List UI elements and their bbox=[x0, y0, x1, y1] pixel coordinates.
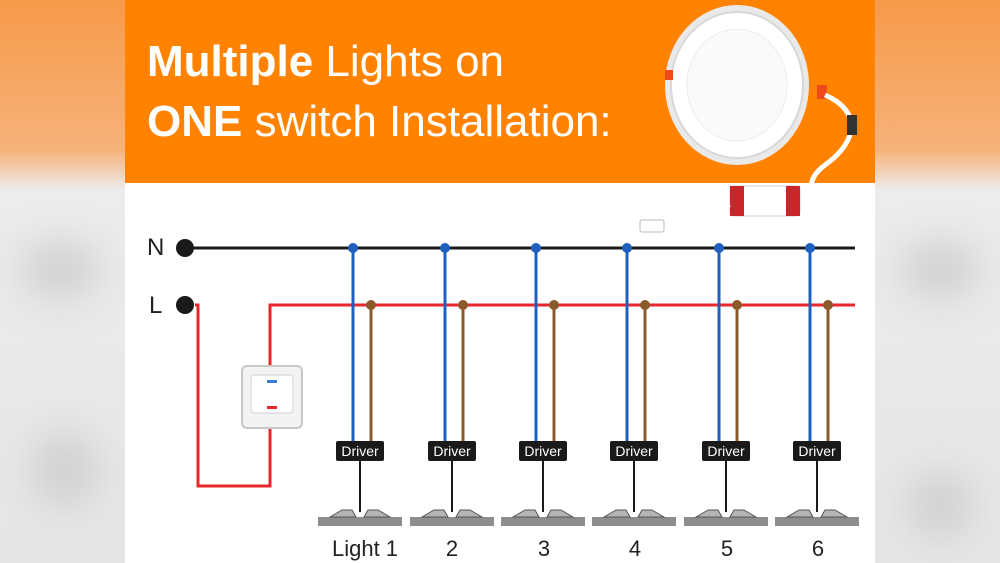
light-clip-right bbox=[729, 509, 758, 518]
title-line-2: ONE switch Installation: bbox=[147, 97, 612, 146]
live-label: L bbox=[149, 292, 163, 319]
neutral-junction bbox=[622, 243, 632, 253]
live-terminal bbox=[176, 296, 194, 314]
neutral-junction bbox=[805, 243, 815, 253]
live-junction bbox=[366, 300, 376, 310]
light-label: 6 bbox=[811, 536, 825, 561]
neutral-junction bbox=[348, 243, 358, 253]
light-label: Light 1 bbox=[331, 536, 399, 561]
light-label: 4 bbox=[628, 536, 642, 561]
light-label: 5 bbox=[720, 536, 734, 561]
ceiling-light-icon bbox=[410, 517, 494, 526]
neutral-junction bbox=[714, 243, 724, 253]
live-junction bbox=[458, 300, 468, 310]
ceiling-light-icon bbox=[501, 517, 585, 526]
neutral-junction bbox=[531, 243, 541, 253]
neutral-terminal bbox=[176, 239, 194, 257]
neutral-label: N bbox=[147, 234, 165, 261]
led-downlight-icon bbox=[665, 5, 827, 165]
driver-box: Driver bbox=[336, 441, 384, 461]
live-junction bbox=[549, 300, 559, 310]
wiring-diagram bbox=[176, 5, 859, 526]
light-clip-left bbox=[694, 509, 723, 518]
title-line-1: Multiple Lights on bbox=[147, 37, 505, 86]
wall-switch-icon bbox=[241, 365, 303, 429]
light-clip-left bbox=[328, 509, 357, 518]
light-clip-left bbox=[602, 509, 631, 518]
driver-box: Driver bbox=[519, 441, 567, 461]
light-clip-right bbox=[637, 509, 666, 518]
light-clip-right bbox=[820, 509, 849, 518]
light-clip-right bbox=[363, 509, 392, 518]
right-blurred-edge bbox=[875, 0, 1000, 563]
driver-box: Driver bbox=[793, 441, 841, 461]
live-junction bbox=[823, 300, 833, 310]
light-clip-right bbox=[455, 509, 484, 518]
led-driver-icon bbox=[639, 92, 857, 233]
light-clip-left bbox=[511, 509, 540, 518]
live-junction bbox=[640, 300, 650, 310]
driver-box: Driver bbox=[610, 441, 658, 461]
light-clip-left bbox=[785, 509, 814, 518]
driver-box: Driver bbox=[702, 441, 750, 461]
light-branches bbox=[318, 243, 859, 526]
ceiling-light-icon bbox=[775, 517, 859, 526]
driver-box: Driver bbox=[428, 441, 476, 461]
light-label: 3 bbox=[537, 536, 551, 561]
light-clip-right bbox=[546, 509, 575, 518]
light-label: 2 bbox=[445, 536, 459, 561]
ceiling-light-icon bbox=[592, 517, 676, 526]
left-blurred-edge bbox=[0, 0, 125, 563]
live-junction bbox=[732, 300, 742, 310]
neutral-junction bbox=[440, 243, 450, 253]
ceiling-light-icon bbox=[318, 517, 402, 526]
light-clip-left bbox=[420, 509, 449, 518]
ceiling-light-icon bbox=[684, 517, 768, 526]
main-panel: Multiple Lights on ONE switch Installati… bbox=[125, 0, 875, 563]
